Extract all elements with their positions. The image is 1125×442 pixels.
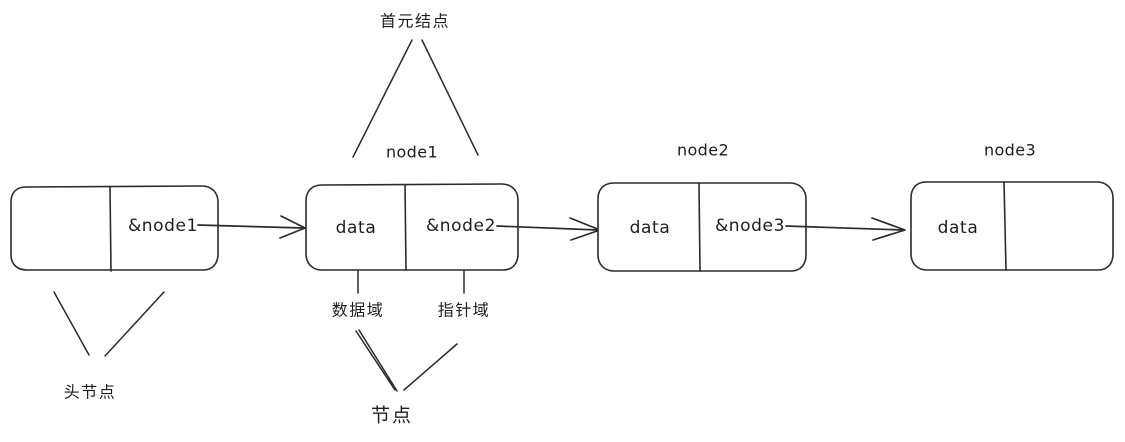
data-field-label: 数据域: [332, 301, 385, 320]
pointer-field-label: 指针域: [438, 301, 491, 320]
first-element-node-annotation: 首元结点: [352, 12, 479, 158]
arrow-tip: [279, 215, 306, 239]
node2-title: node2: [677, 141, 729, 160]
node3-divider: [1003, 181, 1007, 271]
head-node-divider: [109, 186, 112, 272]
node1-data-cell: data: [336, 218, 377, 238]
node2-pointer-cell: &node3: [715, 216, 785, 236]
node3[interactable]: data: [910, 181, 1114, 271]
arrow-node2-to-node3: [785, 217, 906, 241]
arrow-shaft: [496, 225, 599, 231]
arrow-tip: [871, 217, 906, 241]
node3-data-cell: data: [938, 218, 979, 238]
node1-title: node1: [386, 143, 438, 162]
node-bracket-right: [403, 343, 458, 391]
head-node-bracket-left: [53, 291, 90, 356]
node-bracket-left-b: [358, 329, 398, 392]
first-element-bracket-right: [421, 39, 479, 156]
node2-data-cell: data: [630, 218, 671, 238]
node2-divider: [698, 183, 701, 272]
head-node-box: [10, 185, 219, 271]
arrow-shaft: [785, 225, 904, 231]
head-node[interactable]: &node1: [10, 185, 219, 272]
node3-title: node3: [984, 141, 1036, 160]
arrow-head-node-to-node1: [197, 215, 306, 239]
node-concept-label: 节点: [371, 405, 413, 427]
head-node-annotation: 头节点: [53, 291, 165, 402]
head-node-bracket-right: [104, 291, 165, 357]
head-node-pointer-cell: &node1: [128, 216, 198, 236]
node-bracket-left-a: [355, 330, 396, 391]
head-node-label: 头节点: [64, 383, 117, 402]
node1[interactable]: data &node2: [305, 183, 519, 271]
first-element-node-label: 首元结点: [380, 12, 450, 31]
node3-box: [910, 181, 1114, 271]
node1-box: [305, 183, 519, 271]
node2[interactable]: data &node3: [597, 182, 807, 272]
first-element-bracket-left: [352, 39, 413, 158]
node1-divider: [404, 184, 407, 271]
data-field-annotation: 数据域: [332, 270, 385, 320]
arrow-shaft: [197, 224, 304, 229]
node2-box: [597, 182, 807, 272]
node1-pointer-cell: &node2: [426, 216, 496, 236]
node-concept-annotation: 节点: [355, 329, 458, 427]
pointer-field-annotation: 指针域: [438, 270, 491, 320]
